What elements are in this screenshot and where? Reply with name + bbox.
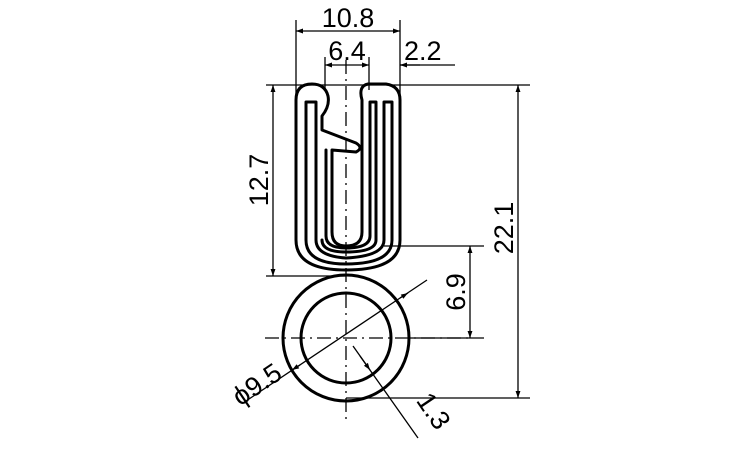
dim-overall-width: 10.8 — [322, 3, 375, 33]
center-lines — [265, 60, 470, 420]
dim-slot-width: 6.4 — [328, 36, 366, 66]
dim-bulb-wall: 1.3 — [411, 387, 457, 435]
dim-clip-height: 12.7 — [244, 154, 274, 207]
dimension-lines — [242, 28, 521, 439]
dim-overall-height: 22.1 — [489, 202, 519, 255]
dim-wall-thickness: 2.2 — [404, 36, 442, 66]
dim-bulb-diameter: ϕ9.5 — [227, 357, 287, 411]
clip-profile — [294, 82, 402, 272]
dim-bulb-offset: 6.9 — [441, 273, 471, 311]
extension-lines — [266, 20, 530, 399]
